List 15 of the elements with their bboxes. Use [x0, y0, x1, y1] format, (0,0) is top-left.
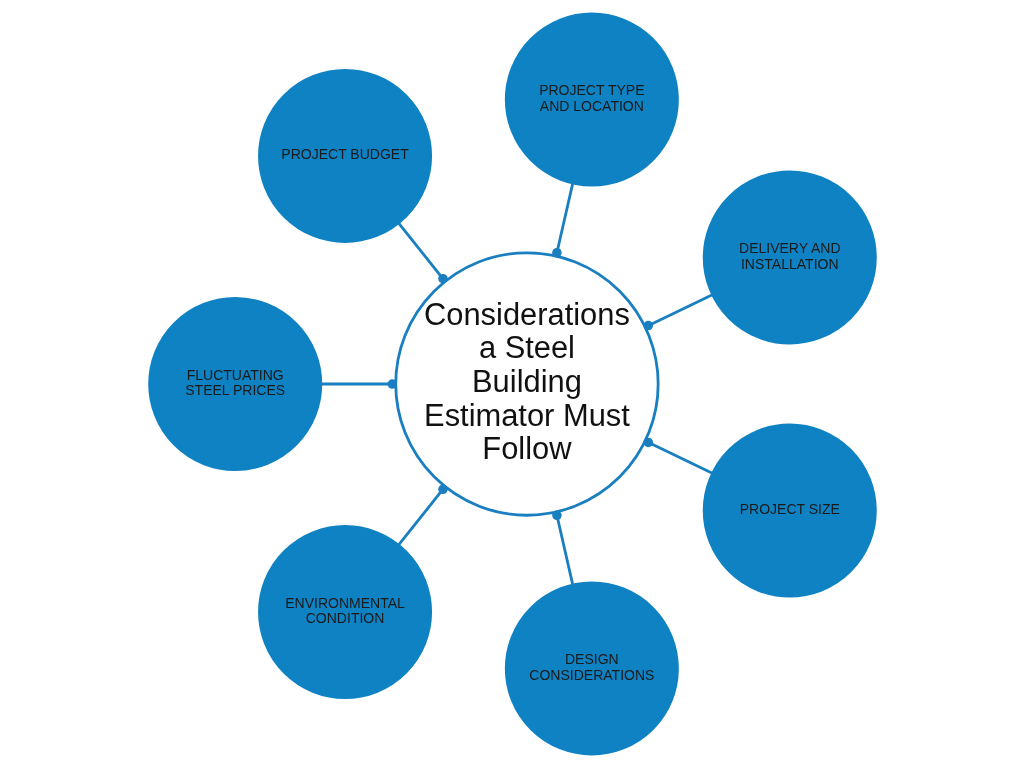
- node-circle: DESIGN CONSIDERATIONS: [504, 581, 679, 756]
- connector: [643, 437, 713, 475]
- connector: [397, 222, 448, 284]
- node-circle: FLUCTUATING STEEL PRICES: [147, 297, 322, 471]
- node-circle: PROJECT TYPE AND LOCATION: [504, 12, 679, 187]
- node-circle: PROJECT BUDGET: [257, 68, 432, 243]
- connector: [551, 510, 574, 585]
- connector: [320, 379, 397, 389]
- node-circle: PROJECT SIZE: [702, 423, 877, 598]
- connector: [397, 484, 448, 546]
- node-circle: DELIVERY AND INSTALLATION: [702, 170, 877, 345]
- connector: [551, 183, 574, 258]
- node-circle: Considerations a Steel Building Estimator Must Follow: [393, 251, 660, 517]
- connector: [643, 293, 713, 331]
- node-circle: ENVIRONMENTAL CONDITION: [257, 525, 432, 700]
